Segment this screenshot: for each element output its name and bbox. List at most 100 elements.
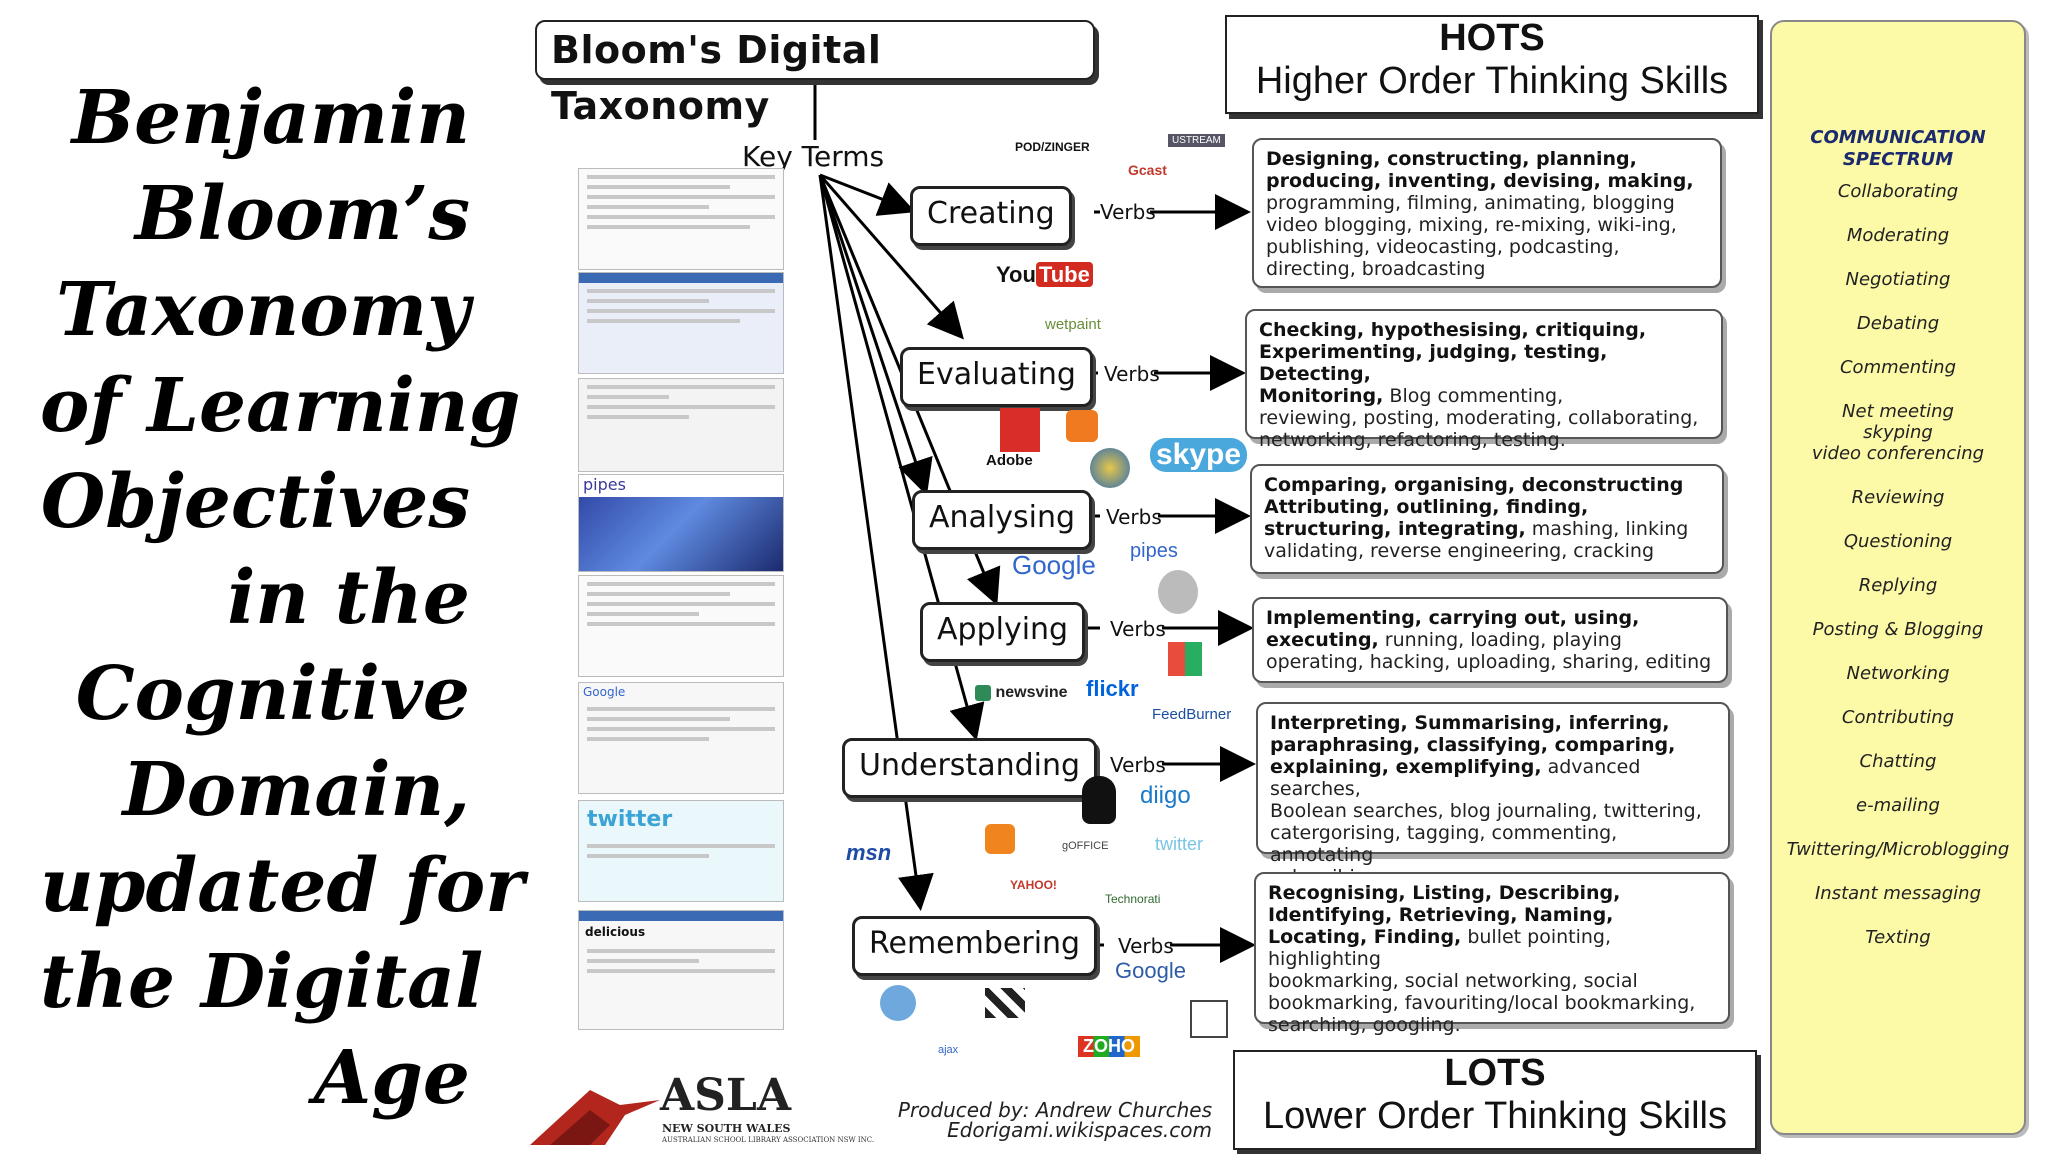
msn-logo: msn [846, 840, 892, 865]
left-title-line: Objectives [40, 459, 470, 545]
key-terms-label: Key Terms [742, 140, 885, 173]
code-screenshot [578, 168, 784, 270]
left-title-line: Benjamin [71, 75, 470, 161]
messenger-icon [880, 985, 916, 1021]
linux-penguin-icon [1082, 776, 1116, 824]
lots-subtitle: Lower Order Thinking Skills [1263, 1095, 1727, 1137]
left-title-line: updated for [40, 843, 525, 929]
globe-icon [1090, 448, 1130, 488]
left-title-line: the Digital [40, 939, 484, 1025]
verbs-label: Verbs [1110, 617, 1166, 641]
level-analysing: Analysing [912, 490, 1093, 550]
verbs-box-evaluating: Checking, hypothesising, critiquing,Expe… [1245, 309, 1723, 451]
blogger-icon [1066, 410, 1098, 442]
verbs-box-creating: Designing, constructing, planning,produc… [1252, 138, 1722, 288]
communication-item: Commenting [1839, 357, 1957, 378]
subscribe-screenshot [578, 575, 784, 677]
feedburner-logo: FeedBurner [1152, 706, 1232, 723]
pipes-shot-label: pipes [583, 475, 626, 494]
verbs-box-remembering: Recognising, Listing, Describing,Identif… [1254, 872, 1730, 1036]
left-title-line: Age [313, 1035, 470, 1121]
communication-item: Twittering/Microblogging [1786, 839, 2010, 860]
pipes-screenshot: pipes [578, 474, 784, 572]
asla-subtitle-2: AUSTRALIAN SCHOOL LIBRARY ASSOCIATION NS… [662, 1136, 875, 1144]
communication-item: Texting [1865, 927, 1931, 948]
communication-item: e-mailing [1856, 795, 1940, 816]
google-search-screenshot: Google [578, 682, 784, 794]
verbs-box-applying: Implementing, carrying out, using,execut… [1252, 597, 1728, 683]
delicious-icon [985, 988, 1025, 1018]
communication-item: Networking [1846, 663, 1950, 684]
yahoo-logo: YAHOO! [1010, 878, 1057, 892]
asla-logo: ASLA NEW SOUTH WALES AUSTRALIAN SCHOOL L… [530, 1070, 874, 1154]
level-creating: Creating [910, 186, 1072, 246]
hots-heading: HOTS [1439, 17, 1545, 59]
communication-item: Reviewing [1851, 487, 1945, 508]
skype-logo: skype [1150, 438, 1248, 472]
verbs-label: Verbs [1110, 753, 1166, 777]
communication-item: Chatting [1859, 751, 1937, 772]
grid-icon [1190, 1000, 1228, 1038]
communication-item: Contributing [1841, 707, 1955, 728]
communication-item: Posting & Blogging [1812, 619, 1984, 640]
rss-icon [985, 824, 1015, 854]
left-title-line: Taxonomy [56, 267, 470, 353]
adobe-logo: Adobe [986, 452, 1033, 469]
communication-item: Questioning [1843, 531, 1953, 552]
google-shot-label: Google [583, 685, 626, 699]
wetpaint-logo: wetpaint [1045, 316, 1101, 333]
left-title-line: Bloom’s [134, 171, 470, 257]
skype-window-screenshot [578, 272, 784, 374]
produced-by-site: Edorigami.wikispaces.com [947, 1118, 1212, 1142]
google-logo: Google [1012, 550, 1096, 580]
editor-screenshot [578, 378, 784, 472]
left-title-line: Domain, [122, 747, 470, 833]
pipes-logo: pipes [1130, 540, 1178, 562]
lots-heading: LOTS [1444, 1052, 1546, 1094]
verbs-label: Verbs [1106, 505, 1162, 529]
apple-icon [1158, 570, 1198, 614]
twitter-shot-label: twitter [587, 807, 673, 832]
left-title-line: Cognitive [75, 651, 470, 737]
left-title-line: of Learning [40, 363, 521, 449]
left-title: Benjamin Bloom’s Taxonomy of Learning Ob… [40, 70, 525, 1126]
communication-item: Instant messaging [1814, 883, 1982, 904]
hots-box: HOTS Higher Order Thinking Skills [1225, 15, 1759, 114]
level-remembering: Remembering [852, 916, 1098, 976]
diagram-title: Bloom's Digital Taxonomy [535, 20, 1095, 128]
delicious-shot-label: delicious [585, 925, 646, 939]
verbs-label: Verbs [1118, 934, 1174, 958]
communication-item: Replying [1858, 575, 1938, 596]
verbs-label: Verbs [1100, 200, 1156, 224]
delicious-screenshot: delicious [578, 910, 784, 1030]
ustream-logo: USTREAM [1168, 134, 1225, 147]
communication-item: Moderating [1846, 225, 1950, 246]
communication-item: Net meeting skyping video conferencing [1811, 401, 1985, 464]
level-understanding: Understanding [842, 738, 1098, 798]
diigo-logo: diigo [1140, 782, 1191, 809]
gcast-logo: Gcast [1128, 162, 1167, 178]
hots-subtitle: Higher Order Thinking Skills [1255, 60, 1729, 102]
level-evaluating: Evaluating [900, 347, 1093, 407]
newsvine-icon [975, 684, 991, 701]
adobe-logo-icon [1000, 408, 1040, 452]
twitter-logo: twitter [1155, 834, 1204, 854]
communication-item: Collaborating [1837, 181, 1959, 202]
communication-item: Debating [1856, 313, 1940, 334]
twitter-screenshot: twitter [578, 800, 784, 902]
asla-emblem-icon [530, 1090, 660, 1145]
zoho-logo: ZOHO [1078, 1036, 1140, 1057]
communication-item: Negotiating [1845, 269, 1951, 290]
verbs-box-understanding: Interpreting, Summarising, inferring,par… [1256, 702, 1730, 888]
windows-icon [1168, 642, 1202, 676]
ajax-logo: ajax [938, 1044, 959, 1056]
flickr-logo: flickr [1086, 676, 1139, 701]
goffice-logo: gOFFICE [1062, 840, 1109, 852]
newsvine-logo: newsvine [975, 684, 1067, 702]
level-applying: Applying [920, 602, 1086, 662]
